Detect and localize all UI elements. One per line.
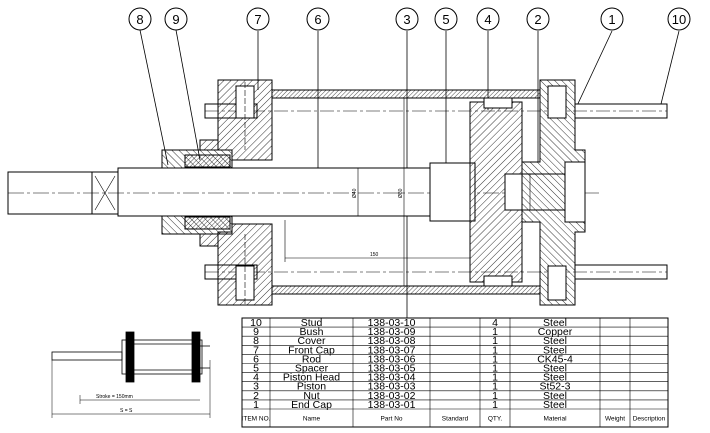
bom-header: Weight — [605, 416, 625, 423]
balloon-8: 8 — [136, 12, 143, 27]
bom-header: QTY. — [488, 416, 503, 423]
bom-part-no: 138-03-05 — [368, 363, 416, 375]
bom-item-no: 5 — [253, 363, 259, 375]
bom-name: Bush — [300, 326, 324, 338]
barrel-bottom-wall — [271, 285, 541, 295]
balloon-5: 5 — [442, 12, 449, 27]
balloon-4: 4 — [484, 12, 491, 27]
bom-name: Cover — [297, 335, 326, 347]
bom-item-no: 9 — [253, 326, 259, 338]
balloon-9: 9 — [172, 12, 179, 27]
bom-part-no: 138-03-10 — [368, 317, 416, 329]
bom-qty: 1 — [492, 381, 498, 393]
balloon-7: 7 — [254, 12, 261, 27]
end-cap-1 — [521, 79, 586, 306]
rod-6 — [7, 167, 600, 217]
bom-item-no: 4 — [253, 372, 259, 384]
bom-material: Steel — [543, 399, 567, 411]
bom-part-no: 138-03-09 — [368, 326, 416, 338]
bore-diameter-dim: Ø80 — [398, 188, 404, 198]
bom-part-no: 138-03-08 — [368, 335, 416, 347]
bom-qty: 1 — [492, 390, 498, 402]
bom-header: ITEM NO. — [242, 416, 271, 423]
bom-item-no: 1 — [253, 399, 259, 411]
bom-part-no: 138-03-01 — [368, 399, 416, 411]
bush-9 — [184, 154, 231, 230]
thumb-stroke-dim: Stroke = 150mm — [96, 394, 133, 400]
dimension-lines — [284, 98, 471, 286]
stud-upper — [204, 103, 668, 119]
bom-material: CK45-4 — [537, 353, 573, 365]
bom-header: Standard — [442, 416, 469, 423]
stroke-dim: 150 — [370, 252, 379, 258]
bom-material: St52-3 — [540, 381, 571, 393]
bom-item-no: 3 — [253, 381, 259, 393]
bom-name: Piston Head — [283, 372, 340, 384]
bom-name: Nut — [303, 390, 319, 402]
section-view — [7, 29, 680, 380]
bom-part-no: 138-03-02 — [368, 390, 416, 402]
bom-name: Piston — [297, 381, 326, 393]
bom-name: End Cap — [291, 399, 332, 411]
barrel-top-wall — [271, 89, 541, 99]
bom-item-no: 2 — [253, 390, 259, 402]
bom-header: Part No — [380, 416, 402, 423]
thumb-total-dim: S = S — [120, 408, 133, 414]
bom-header: Name — [303, 416, 321, 423]
rod-diameter-dim: Ø40 — [352, 188, 358, 198]
bom-material: Steel — [543, 344, 567, 356]
bom-part-no: 138-03-06 — [368, 353, 416, 365]
thumbnail-view — [51, 331, 211, 418]
spacer-5 — [429, 162, 476, 222]
bom-item-no: 7 — [253, 344, 259, 356]
bom-qty: 1 — [492, 363, 498, 375]
bom-name: Rod — [302, 353, 321, 365]
bom-part-no: 138-03-04 — [368, 372, 416, 384]
bom-material: Steel — [543, 390, 567, 402]
bom-material: Steel — [543, 363, 567, 375]
balloon-6: 6 — [314, 12, 321, 27]
bom-name: Front Cap — [288, 344, 335, 356]
bom-qty: 1 — [492, 335, 498, 347]
bom-part-no: 138-03-03 — [368, 381, 416, 393]
balloon-3: 3 — [403, 12, 410, 27]
balloon-2: 2 — [534, 12, 541, 27]
bom-item-no: 8 — [253, 335, 259, 347]
bom-qty: 1 — [492, 326, 498, 338]
bom-name: Stud — [301, 317, 323, 329]
balloons — [128, 7, 691, 31]
balloon-10: 10 — [672, 12, 686, 27]
bom-qty: 1 — [492, 353, 498, 365]
bom-qty: 4 — [492, 317, 498, 329]
bom-material: Steel — [543, 317, 567, 329]
stud-lower — [204, 264, 668, 280]
piston-head-4 — [469, 97, 523, 287]
front-cap-7 — [217, 79, 273, 306]
bom-material: Copper — [538, 326, 573, 338]
bom-part-no: 138-03-07 — [368, 344, 416, 356]
balloon-1: 1 — [608, 12, 615, 27]
bom-item-no: 10 — [250, 317, 262, 329]
bom-name: Spacer — [295, 363, 329, 375]
bom-header: Description — [633, 416, 666, 423]
bom-qty: 1 — [492, 399, 498, 411]
bom-item-no: 6 — [253, 353, 259, 365]
bom-material: Steel — [543, 335, 567, 347]
bom-material: Steel — [543, 372, 567, 384]
bom-header: Material — [543, 416, 567, 423]
bom-qty: 1 — [492, 344, 498, 356]
bom-qty: 1 — [492, 372, 498, 384]
